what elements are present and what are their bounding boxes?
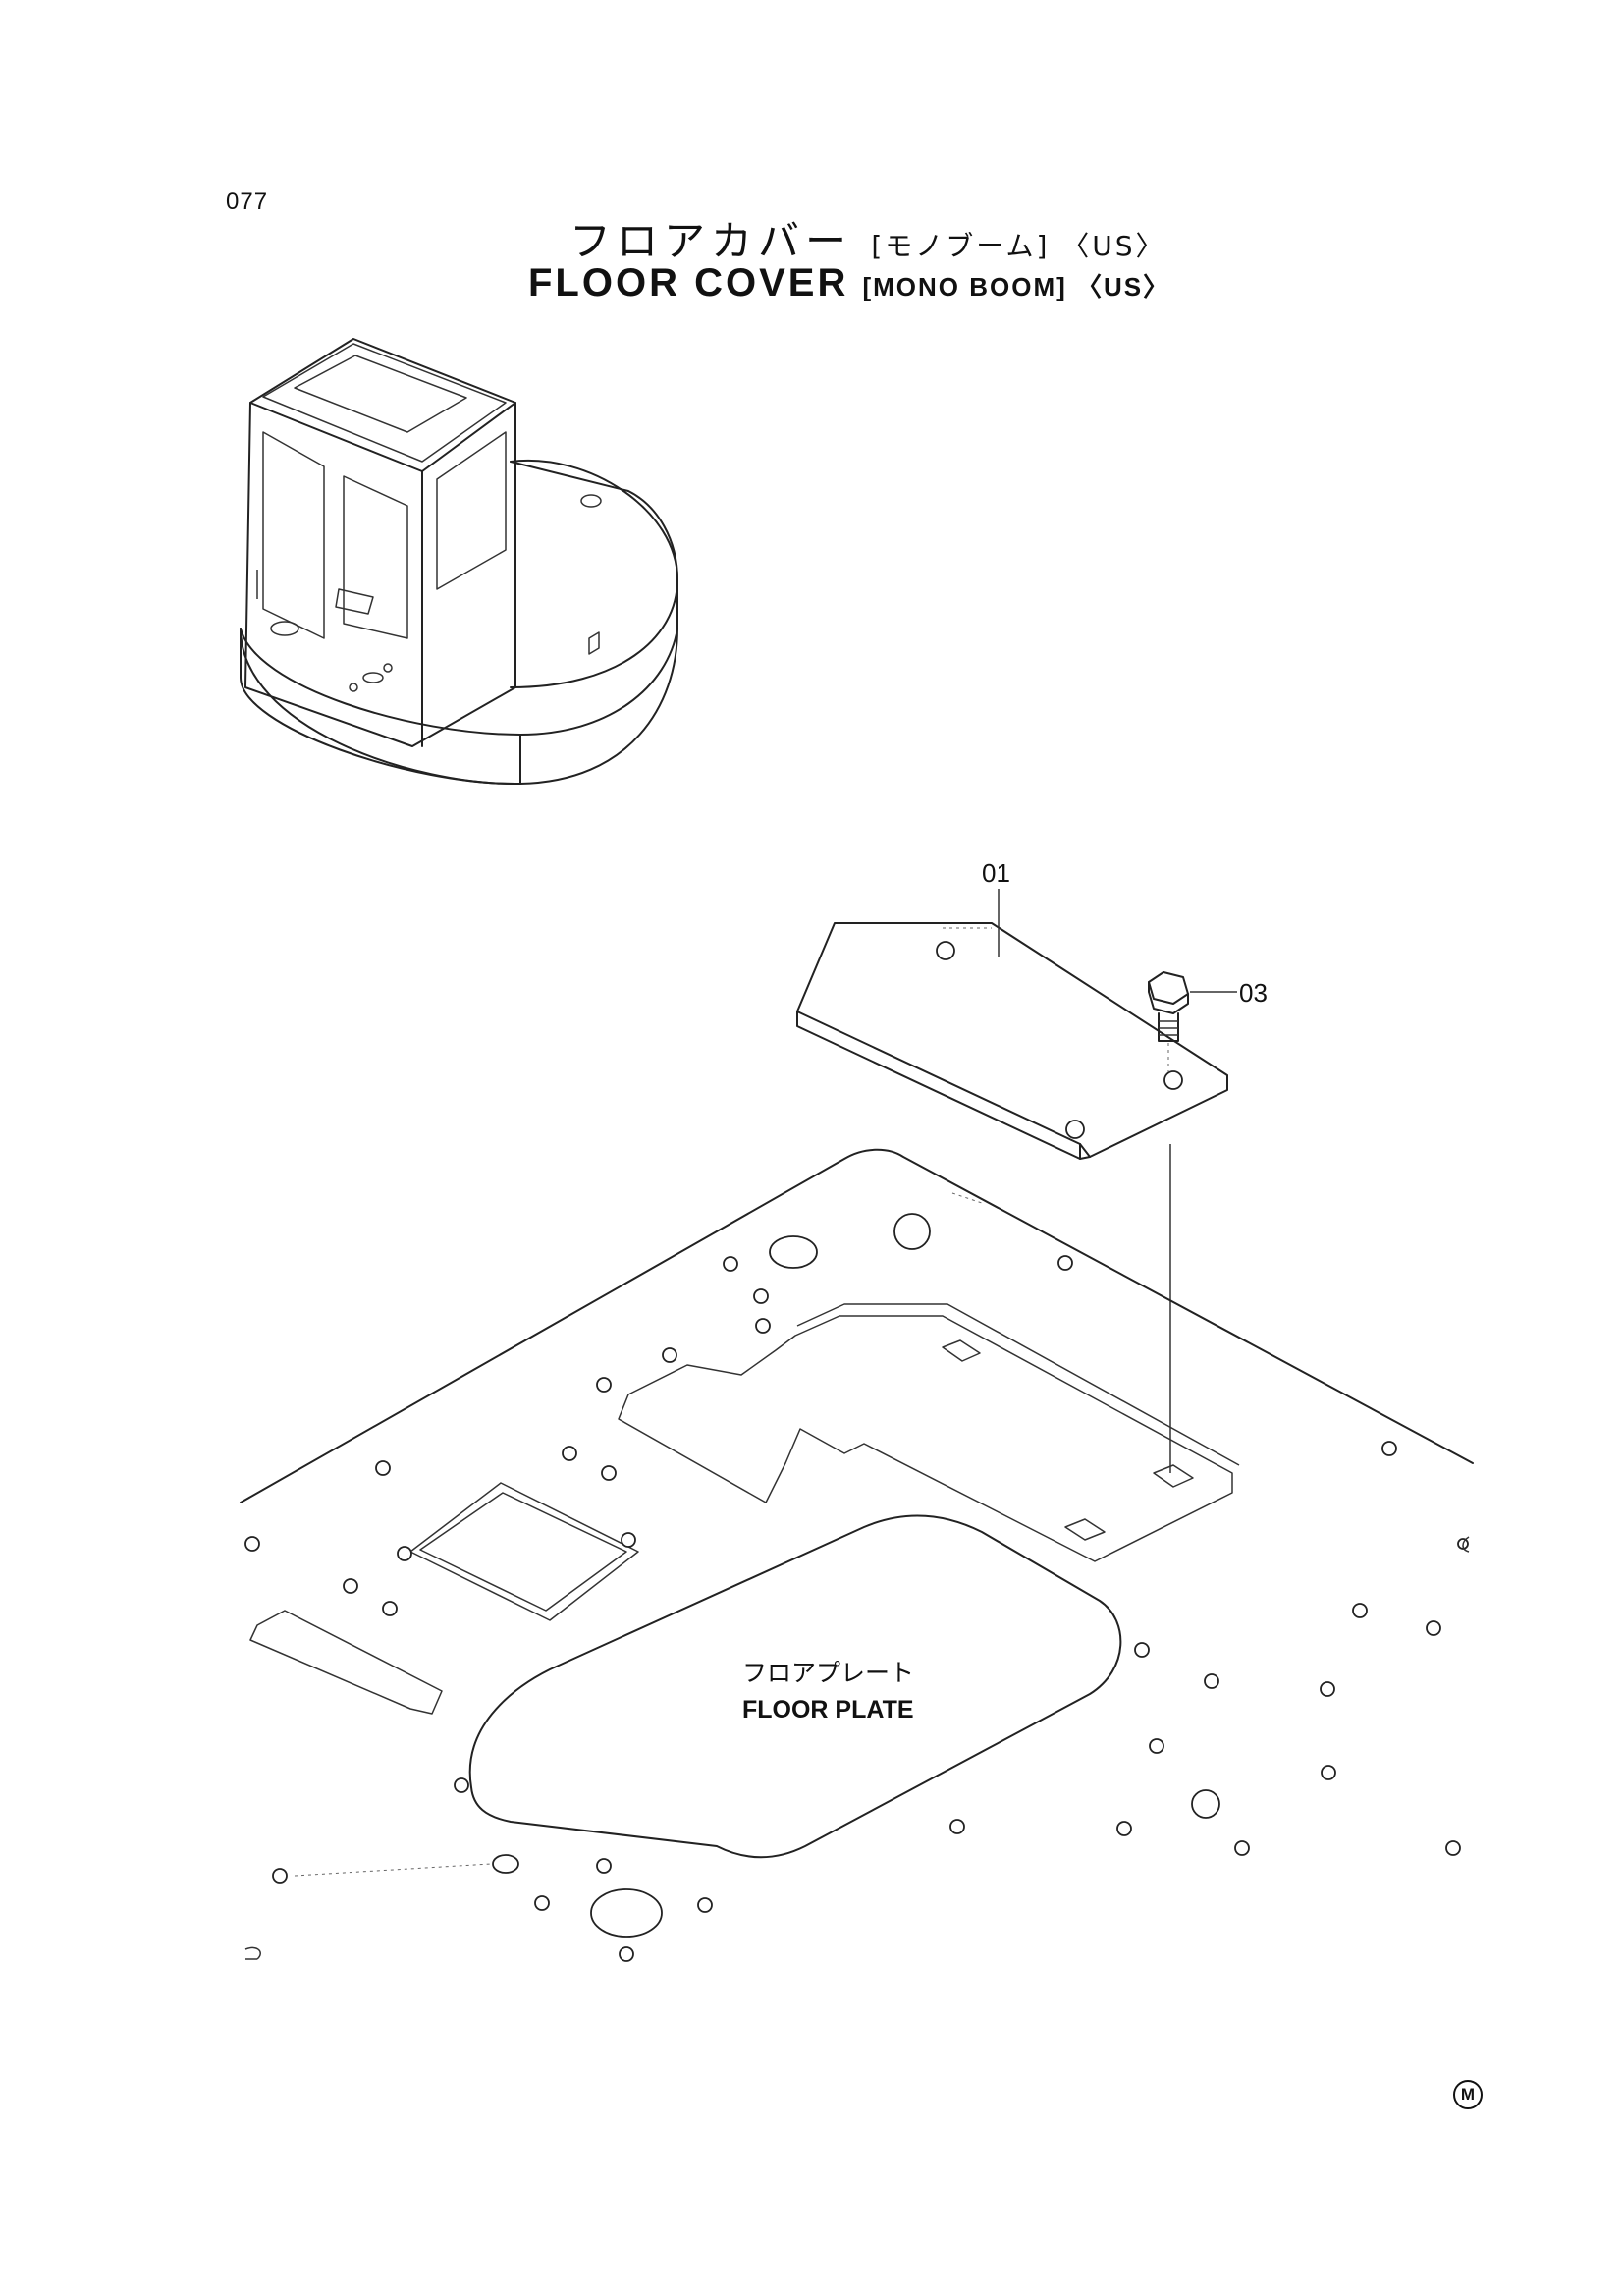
bolt-part-03	[1148, 971, 1189, 1072]
floor-plate	[240, 1148, 1474, 1962]
corner-mark: M	[1453, 2080, 1483, 2109]
page-number: 077	[226, 189, 269, 215]
title-japanese: フロアカバー [モノブーム] 〈US〉	[569, 208, 1166, 268]
floor-cover-part-01	[796, 922, 1228, 1160]
callout-03: 03	[1239, 978, 1268, 1008]
floor-plate-label-jp: フロアプレート	[742, 1659, 914, 1687]
title-jp-main: フロアカバー	[569, 217, 853, 265]
title-en-sub: [MONO BOOM] 〈US〉	[862, 272, 1171, 301]
machine-overview-illustration	[240, 338, 678, 786]
floor-plate-label-en: FLOOR PLATE	[742, 1696, 914, 1723]
callout-01: 01	[982, 858, 1010, 888]
title-en-main: FLOOR COVER	[528, 261, 849, 304]
title-english: FLOOR COVER [MONO BOOM] 〈US〉	[528, 261, 1170, 305]
title-jp-sub: [モノブーム] 〈US〉	[871, 230, 1166, 262]
